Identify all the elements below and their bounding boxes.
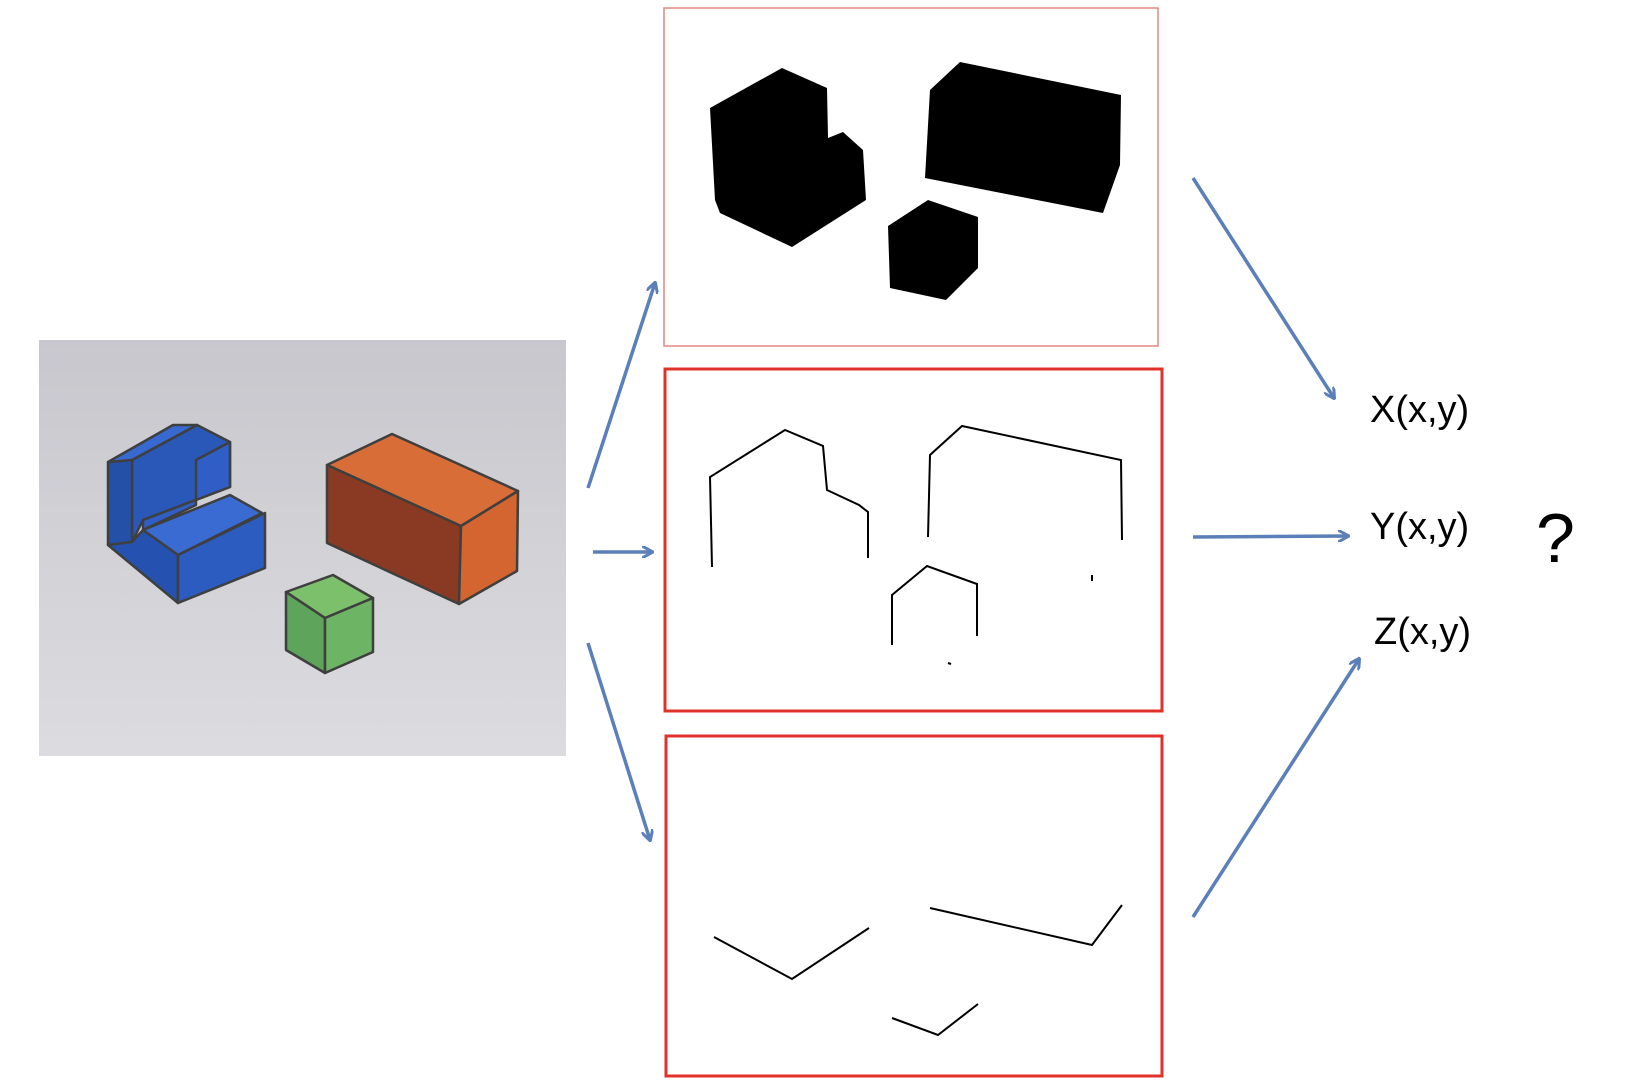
arrow-to-mask <box>586 283 655 489</box>
bottom-edge-cube <box>891 1003 979 1037</box>
arrow-bottom-to-z <box>1191 659 1359 918</box>
y-output-label: Y(x,y) <box>1370 506 1470 548</box>
edge-box <box>927 424 1123 541</box>
green-block <box>284 573 375 675</box>
mask-l-block <box>710 68 866 247</box>
input-photo <box>39 340 566 756</box>
edge-cube <box>891 564 978 645</box>
vertical-edges-panel <box>663 367 1164 713</box>
x-output-label: X(x,y) <box>1370 389 1470 431</box>
bottom-edge-l-block <box>713 927 870 981</box>
mask-cube <box>888 200 978 300</box>
bottom-edge-box <box>929 904 1123 947</box>
mask-box <box>925 62 1121 213</box>
question-mark: ? <box>1536 499 1575 577</box>
arrow-to-bottom-edges <box>586 642 650 840</box>
segmentation-mask-panel <box>663 7 1159 347</box>
arrow-vertical-to-y <box>1192 536 1348 537</box>
blue-block <box>106 423 267 605</box>
z-output-label: Z(x,y) <box>1374 611 1472 653</box>
edge-l-block <box>708 428 869 568</box>
bottom-edges-panel <box>664 734 1164 1078</box>
arrow-mask-to-x <box>1191 177 1334 398</box>
orange-block <box>325 432 520 606</box>
